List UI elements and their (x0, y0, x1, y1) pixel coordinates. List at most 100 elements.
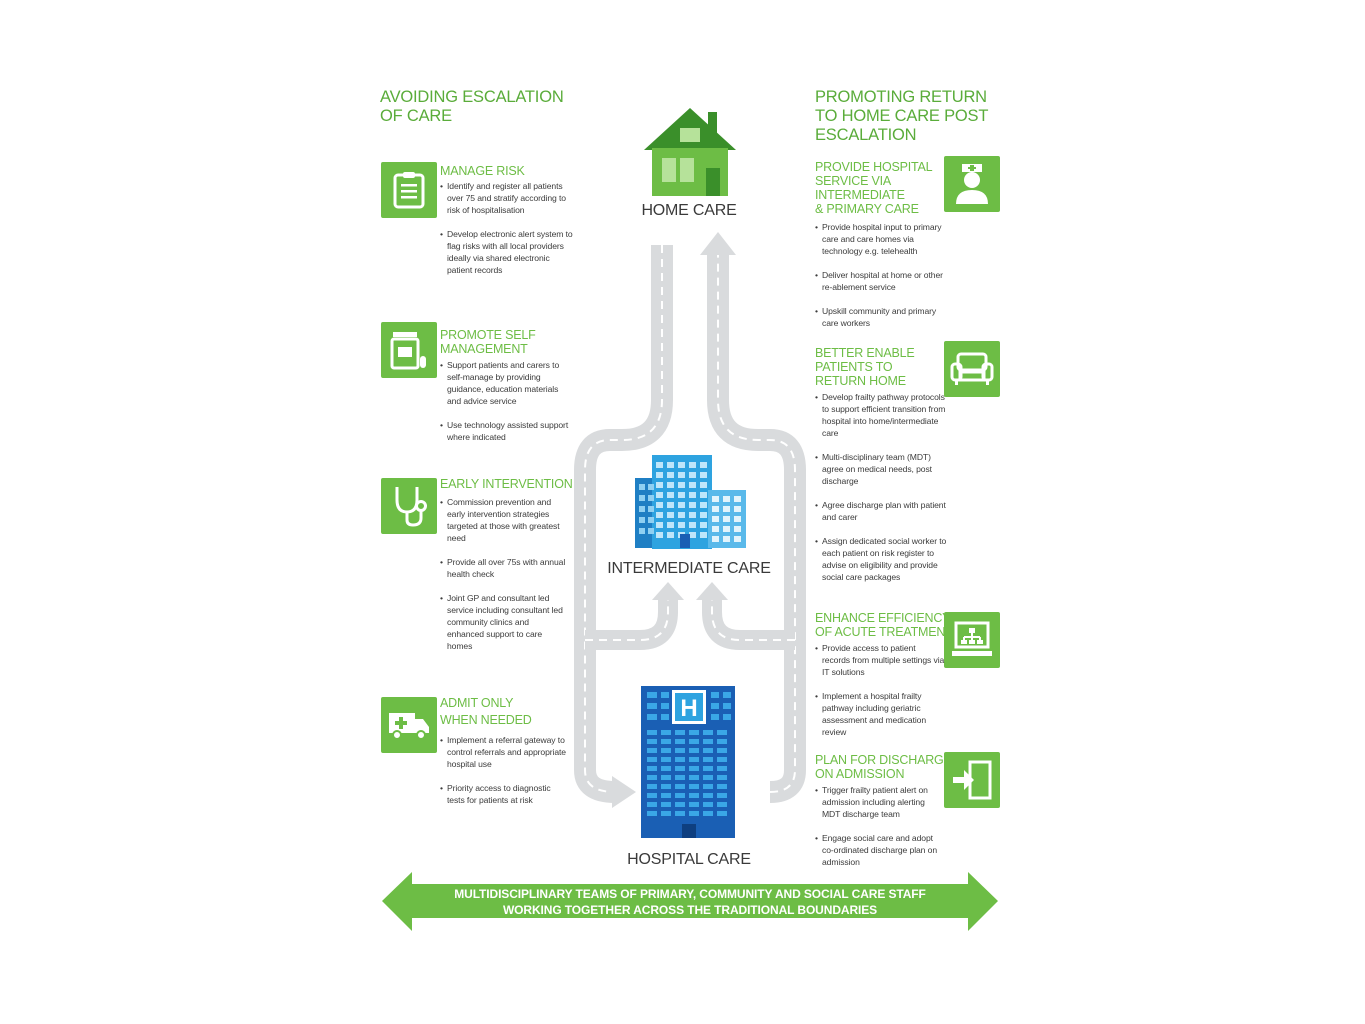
window (661, 793, 671, 798)
house-icon (644, 108, 736, 196)
intermediate-care-label: INTERMEDIATE CARE (607, 560, 771, 577)
svg-text:H: H (680, 695, 697, 722)
window (717, 739, 727, 744)
plan-discharge-icon-box (944, 752, 1000, 808)
enhance-efficiency-icon-box (944, 612, 1000, 668)
window (723, 506, 730, 512)
title-line: MANAGEMENT (440, 342, 528, 356)
window (723, 536, 730, 542)
enhance-efficiency-bullets: Provide access to patient records from m… (815, 642, 945, 750)
window (647, 811, 657, 816)
window (703, 748, 713, 753)
title-line: ON ADMISSION (815, 767, 905, 781)
admit-icon-box (381, 697, 437, 753)
right-heading-line-1: PROMOTING RETURN (815, 88, 987, 106)
window (678, 522, 685, 528)
window (661, 692, 669, 698)
title-line: ADMIT ONLY (440, 696, 514, 710)
window (648, 528, 654, 534)
window (675, 748, 685, 753)
arrowhead-to-home (700, 232, 736, 255)
title-line: PATIENTS TO (815, 360, 893, 374)
window (678, 492, 685, 498)
window (648, 506, 654, 512)
window (703, 730, 713, 735)
window (700, 482, 707, 488)
title-line: PROMOTE SELF (440, 328, 536, 342)
window (711, 703, 719, 709)
window (639, 484, 645, 490)
window (689, 757, 699, 762)
window (734, 496, 741, 502)
bullet: Provide all over 75s with annual health … (440, 556, 566, 580)
window (667, 492, 674, 498)
window (689, 766, 699, 771)
bullet: Trigger frailty patient alert on admissi… (815, 784, 945, 820)
admit-title: ADMIT ONLY WHEN NEEDED (440, 696, 532, 727)
right-heading-line-3: ESCALATION (815, 126, 917, 144)
right-column-heading: PROMOTING RETURN TO HOME CARE POST ESCAL… (815, 88, 988, 145)
bullet: Commission prevention and early interven… (440, 496, 566, 544)
title-line: RETURN HOME (815, 374, 906, 388)
window (675, 757, 685, 762)
window (661, 802, 671, 807)
window (667, 462, 674, 468)
window (717, 730, 727, 735)
window (675, 775, 685, 780)
arrowhead-to-intermediate-right (696, 582, 728, 600)
window (661, 811, 671, 816)
window (661, 757, 671, 762)
window (647, 784, 657, 789)
manage-risk-bullets: Identify and register all patients over … (440, 180, 575, 288)
banner-line-2: WORKING TOGETHER ACROSS THE TRADITIONAL … (502, 903, 878, 917)
nurse-icon (956, 164, 988, 204)
window (703, 784, 713, 789)
window (703, 757, 713, 762)
window (712, 496, 719, 502)
window (712, 516, 719, 522)
bullet: Implement a referral gateway to control … (440, 734, 568, 770)
provide-hospital-bullets: Provide hospital input to primary care a… (815, 221, 945, 341)
admit-bullets: Implement a referral gateway to control … (440, 734, 568, 818)
window (703, 766, 713, 771)
window (647, 793, 657, 798)
window (678, 462, 685, 468)
bullet: Support patients and carers to self-mana… (440, 359, 570, 407)
title-line: OF ACUTE TREATMENT (815, 625, 953, 639)
window (656, 522, 663, 528)
window (647, 775, 657, 780)
window (647, 714, 657, 720)
window (661, 766, 671, 771)
provide-hospital-icon-box (944, 156, 1000, 212)
window (703, 739, 713, 744)
stethoscope-icon (395, 487, 427, 527)
window (656, 492, 663, 498)
window (678, 502, 685, 508)
window (723, 692, 731, 698)
window (678, 482, 685, 488)
window (689, 472, 696, 478)
window (648, 484, 654, 490)
title-line: BETTER ENABLE (815, 346, 915, 360)
window (667, 472, 674, 478)
window (689, 522, 696, 528)
window (656, 512, 663, 518)
window (675, 811, 685, 816)
window (667, 532, 674, 538)
early-intervention-icon-box (381, 478, 437, 534)
window (734, 516, 741, 522)
better-enable-icon-box (944, 341, 1000, 397)
bullet: Multi-disciplinary team (MDT) agree on m… (815, 451, 947, 487)
window (700, 512, 707, 518)
window (661, 714, 669, 720)
left-heading-line-2: OF CARE (380, 107, 452, 125)
window (723, 496, 730, 502)
window (639, 528, 645, 534)
window (689, 502, 696, 508)
banner-arrow (382, 872, 998, 931)
window (656, 532, 663, 538)
window (647, 739, 657, 744)
window (689, 462, 696, 468)
window (734, 526, 741, 532)
window (723, 526, 730, 532)
